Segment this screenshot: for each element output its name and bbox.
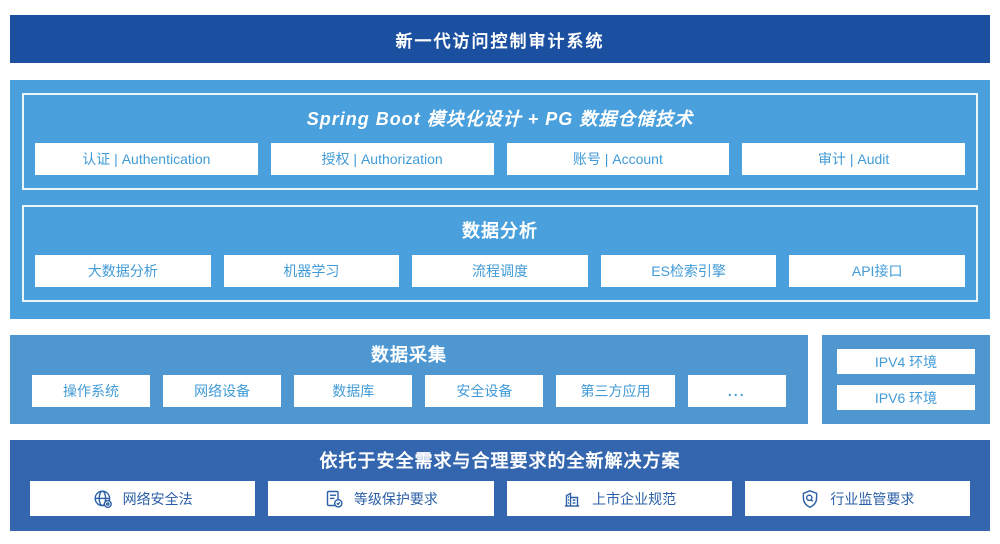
solution-section: 依托于安全需求与合理要求的全新解决方案 网络安全法 [10,440,990,531]
item-label: 等级保护要求 [353,490,438,507]
module-account: 账号 | Account [506,143,730,175]
source-network-device: 网络设备 [163,375,282,407]
platform-container: Spring Boot 模块化设计 + PG 数据仓储技术 认证 | Authe… [10,80,990,319]
middle-row: 数据采集 操作系统 网络设备 数据库 安全设备 第三方应用 ... IPV4 环… [10,335,990,424]
source-security-device: 安全设备 [425,375,544,407]
ipv4-environment: IPV4 环境 [837,349,975,374]
shield-search-icon [800,489,820,509]
system-title-banner: 新一代访问控制审计系统 [10,15,990,63]
item-listed-company-standard: 上市企业规范 [506,481,732,516]
item-classified-protection: 等级保护要求 [268,481,494,516]
solution-title: 依托于安全需求与合理要求的全新解决方案 [319,451,681,471]
spring-boot-title: Spring Boot 模块化设计 + PG 数据仓储技术 [306,109,694,129]
item-label: 网络安全法 [122,490,193,507]
data-analysis-title: 数据分析 [462,221,538,241]
source-database: 数据库 [294,375,413,407]
item-industry-regulation: 行业监管要求 [744,481,970,516]
module-machine-learning: 机器学习 [223,255,400,287]
item-label: 行业监管要求 [830,490,915,507]
globe-icon [93,489,113,509]
source-operating-system: 操作系统 [32,375,151,407]
source-more-ellipsis: ... [687,375,786,407]
item-label: 上市企业规范 [592,490,677,507]
ipv6-environment: IPV6 环境 [837,385,975,410]
module-es-search-engine: ES检索引擎 [600,255,777,287]
data-collection-modules-row: 操作系统 网络设备 数据库 安全设备 第三方应用 ... [32,375,786,407]
page-title: 新一代访问控制审计系统 [395,31,605,51]
building-icon [562,489,582,509]
module-audit: 审计 | Audit [742,143,965,175]
data-analysis-section: 数据分析 大数据分析 机器学习 流程调度 ES检索引擎 API接口 [22,205,978,302]
spring-boot-modules-row: 认证 | Authentication 授权 | Authorization 账… [35,143,965,175]
item-cybersecurity-law: 网络安全法 [30,481,256,516]
module-authentication: 认证 | Authentication [35,143,258,175]
module-bigdata-analysis: 大数据分析 [35,255,211,287]
data-collection-section: 数据采集 操作系统 网络设备 数据库 安全设备 第三方应用 ... [10,335,808,424]
source-third-party-app: 第三方应用 [556,375,675,407]
data-analysis-modules-row: 大数据分析 机器学习 流程调度 ES检索引擎 API接口 [35,255,965,287]
ip-environment-section: IPV4 环境 IPV6 环境 [822,335,990,424]
module-workflow-scheduling: 流程调度 [412,255,588,287]
document-check-icon [324,489,344,509]
module-authorization: 授权 | Authorization [270,143,494,175]
module-api-interface: API接口 [789,255,965,287]
diagram-frame: 新一代访问控制审计系统 Spring Boot 模块化设计 + PG 数据仓储技… [10,15,990,531]
solution-items-row: 网络安全法 等级保护要求 [30,481,970,516]
spring-boot-section: Spring Boot 模块化设计 + PG 数据仓储技术 认证 | Authe… [22,93,978,190]
data-collection-title: 数据采集 [371,345,447,365]
